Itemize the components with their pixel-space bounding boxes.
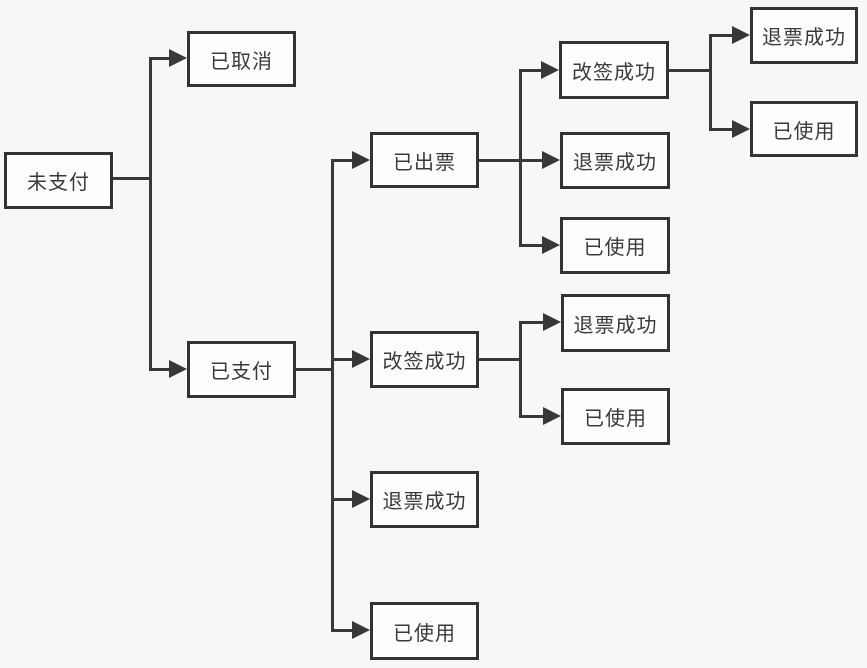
- edge-line: [332, 498, 354, 501]
- edge-line: [519, 321, 522, 417]
- arrowhead-icon: [543, 313, 561, 331]
- edge-line: [519, 244, 544, 247]
- edge-line: [331, 159, 334, 632]
- arrowhead-icon: [732, 26, 750, 44]
- arrowhead-icon: [543, 407, 561, 425]
- node-used-from-ticketed: 已使用: [560, 217, 670, 274]
- node-paid: 已支付: [187, 341, 296, 398]
- edge-line: [709, 34, 734, 37]
- arrowhead-icon: [169, 360, 187, 378]
- arrowhead-icon: [352, 621, 370, 639]
- arrowhead-icon: [352, 151, 370, 169]
- node-refunded-after-rebook-ticketed: 退票成功: [750, 7, 858, 64]
- edge-line: [113, 177, 152, 180]
- edge-line: [519, 69, 522, 247]
- node-refunded-from-paid: 退票成功: [370, 471, 479, 528]
- node-used-after-rebook-paid: 已使用: [561, 388, 670, 445]
- node-refunded-from-ticketed: 退票成功: [560, 132, 670, 189]
- node-used-from-paid: 已使用: [370, 602, 479, 660]
- edge-line: [519, 415, 545, 418]
- edge-line: [296, 368, 334, 371]
- edge-line: [709, 128, 734, 131]
- edge-line: [150, 57, 171, 60]
- edge-line: [150, 368, 171, 371]
- arrowhead-icon: [169, 49, 187, 67]
- edge-line: [709, 34, 712, 130]
- edge-line: [332, 629, 354, 632]
- arrowhead-icon: [352, 490, 370, 508]
- arrowhead-icon: [541, 61, 559, 79]
- edge-line: [149, 57, 152, 371]
- edge-line: [332, 358, 354, 361]
- node-cancelled: 已取消: [187, 31, 296, 87]
- node-refunded-after-rebook-paid: 退票成功: [561, 294, 670, 352]
- arrowhead-icon: [542, 151, 560, 169]
- edge-line: [479, 159, 522, 162]
- node-ticketed: 已出票: [370, 132, 479, 188]
- arrowhead-icon: [732, 120, 750, 138]
- node-rebooked-from-ticketed: 改签成功: [559, 41, 669, 99]
- edge-line: [519, 321, 545, 324]
- edge-line: [479, 358, 522, 361]
- edge-line: [519, 159, 544, 162]
- edge-line: [669, 69, 712, 72]
- node-rebooked-from-paid: 改签成功: [370, 331, 479, 388]
- edge-line: [332, 159, 354, 162]
- edge-line: [519, 69, 543, 72]
- node-unpaid: 未支付: [4, 152, 113, 209]
- arrowhead-icon: [352, 350, 370, 368]
- arrowhead-icon: [542, 236, 560, 254]
- node-used-after-rebook-ticketed: 已使用: [750, 101, 858, 157]
